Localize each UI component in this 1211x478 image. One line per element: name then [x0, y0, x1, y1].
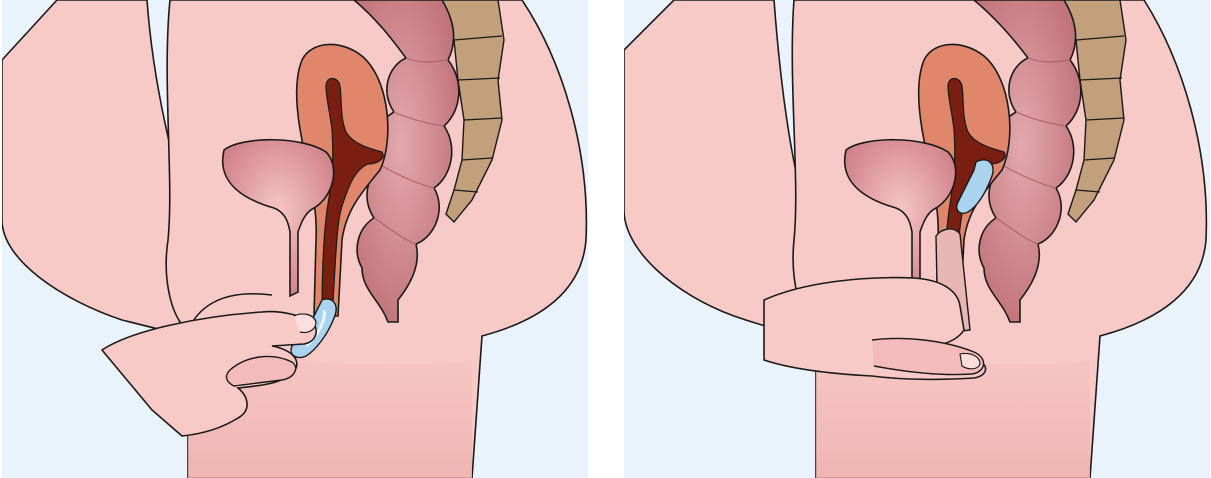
anatomy-illustration-right: [624, 0, 1210, 478]
anatomy-illustration-left: [2, 0, 588, 478]
illustration-panel-insertion: [2, 0, 588, 478]
illustration-panel-placement: [624, 0, 1210, 478]
